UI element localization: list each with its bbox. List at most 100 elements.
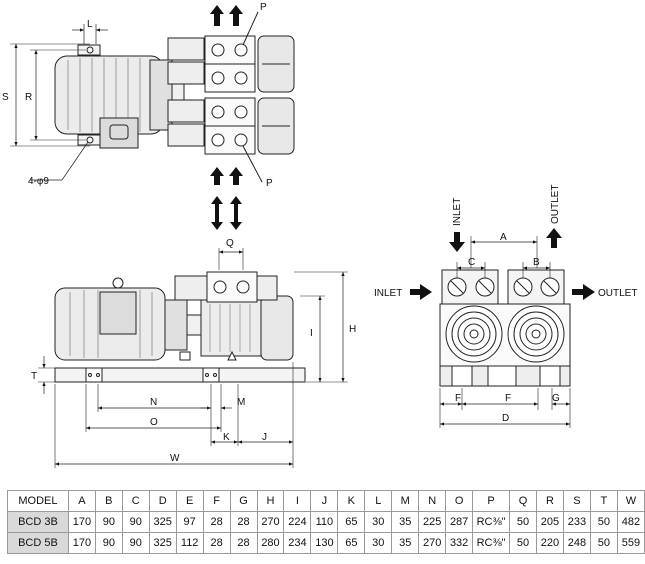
inlet-left-label: INLET bbox=[374, 288, 402, 299]
dim-label-T: T bbox=[31, 371, 37, 382]
bolt-hole bbox=[86, 46, 94, 54]
inlet-arrow-right-icon bbox=[410, 284, 432, 300]
table-cell: 50 bbox=[589, 511, 618, 533]
header-model: MODEL bbox=[7, 490, 69, 512]
flow-arrow-up-icon bbox=[210, 5, 224, 26]
bolt-holes-label: 4-φ9 bbox=[28, 176, 49, 187]
table-cell: 270 bbox=[256, 511, 285, 533]
table-cell: 224 bbox=[283, 511, 312, 533]
table-cell: BCD 5B bbox=[7, 532, 69, 554]
terminal-box-top bbox=[99, 117, 139, 149]
header-A: A bbox=[67, 490, 96, 512]
header-D: D bbox=[148, 490, 177, 512]
table-cell: 287 bbox=[445, 511, 474, 533]
table-cell: 112 bbox=[175, 532, 204, 554]
port-label-bottom: P bbox=[266, 178, 273, 189]
table-cell: 110 bbox=[310, 511, 339, 533]
dim-label-R: R bbox=[25, 92, 32, 103]
table-cell: 90 bbox=[94, 511, 123, 533]
inlet-top-label: INLET bbox=[452, 198, 463, 226]
table-cell: 30 bbox=[364, 511, 393, 533]
side-view bbox=[38, 248, 348, 468]
outlet-arrow-up-icon bbox=[546, 228, 562, 248]
header-B: B bbox=[94, 490, 123, 512]
terminal-box-side bbox=[99, 291, 137, 335]
table-cell: 50 bbox=[509, 532, 537, 554]
table-cell: 28 bbox=[229, 532, 258, 554]
table-cell: 65 bbox=[337, 532, 366, 554]
pump-top-side bbox=[174, 275, 208, 301]
table-cell: RC⅜" bbox=[472, 511, 511, 533]
table-cell: 170 bbox=[67, 532, 96, 554]
header-R: R bbox=[536, 490, 564, 512]
header-E: E bbox=[175, 490, 204, 512]
header-G: G bbox=[229, 490, 258, 512]
table-cell: 482 bbox=[616, 511, 645, 533]
bolt-hole bbox=[86, 136, 94, 144]
inlet-arrow-down-icon bbox=[449, 232, 465, 252]
dim-label-A: A bbox=[500, 232, 507, 243]
dimension-drawing: L S R P P 4-φ9 bbox=[2, 2, 637, 468]
table-cell: 28 bbox=[229, 511, 258, 533]
header-Q: Q bbox=[509, 490, 537, 512]
flow-arrow-up-icon bbox=[229, 5, 243, 26]
outlet-top-label: OUTLET bbox=[550, 185, 561, 224]
header-S: S bbox=[562, 490, 591, 512]
header-L: L bbox=[364, 490, 393, 512]
table-cell: 90 bbox=[94, 532, 123, 554]
table-cell: 233 bbox=[562, 511, 591, 533]
dim-label-W: W bbox=[170, 453, 180, 464]
header-J: J bbox=[310, 490, 339, 512]
dim-label-Q: Q bbox=[226, 238, 234, 249]
dim-label-K: K bbox=[223, 432, 230, 443]
table-cell: 559 bbox=[616, 532, 645, 554]
dim-label-B: B bbox=[533, 257, 540, 268]
header-F: F bbox=[202, 490, 231, 512]
table-cell: RC⅜" bbox=[472, 532, 511, 554]
dim-label-M: M bbox=[237, 397, 245, 408]
table-cell: BCD 3B bbox=[7, 511, 69, 533]
table-cell: 332 bbox=[445, 532, 474, 554]
table-cell: 30 bbox=[364, 532, 393, 554]
base-plate bbox=[54, 367, 306, 383]
flow-arrow-up-icon bbox=[210, 167, 224, 185]
table-cell: 35 bbox=[391, 511, 420, 533]
dim-label-C: C bbox=[468, 257, 475, 268]
table-cell: 65 bbox=[337, 511, 366, 533]
table-cell: 50 bbox=[509, 511, 537, 533]
table-cell: 220 bbox=[536, 532, 564, 554]
spec-table: MODEL A B C D E F G H I J K L M N O P Q … bbox=[7, 490, 645, 554]
table-cell: 90 bbox=[121, 511, 150, 533]
dim-label-D: D bbox=[502, 413, 509, 424]
table-cell: 130 bbox=[310, 532, 339, 554]
table-cell: 325 bbox=[148, 532, 177, 554]
header-P: P bbox=[472, 490, 511, 512]
table-cell: 35 bbox=[391, 532, 420, 554]
table-cell: 28 bbox=[202, 511, 231, 533]
header-O: O bbox=[445, 490, 474, 512]
header-K: K bbox=[337, 490, 366, 512]
blower-block-top bbox=[167, 37, 205, 61]
table-cell: 28 bbox=[202, 532, 231, 554]
top-view bbox=[10, 5, 295, 230]
table-cell: 325 bbox=[148, 511, 177, 533]
dim-label-F-mid: F bbox=[505, 393, 511, 404]
header-C: C bbox=[121, 490, 150, 512]
table-cell: 170 bbox=[67, 511, 96, 533]
port-label-top: P bbox=[260, 2, 267, 13]
rotor-left bbox=[445, 305, 503, 363]
table-cell: 225 bbox=[418, 511, 447, 533]
table-cell: 50 bbox=[589, 532, 618, 554]
dim-label-H: H bbox=[349, 324, 356, 335]
table-cell: 280 bbox=[256, 532, 285, 554]
header-T: T bbox=[589, 490, 618, 512]
table-cell: 270 bbox=[418, 532, 447, 554]
table-row: BCD 3B 170 90 90 325 97 28 28 270 224 11… bbox=[7, 511, 645, 533]
dim-label-I: I bbox=[310, 328, 313, 339]
rotor-right bbox=[507, 305, 565, 363]
blower-side bbox=[200, 299, 262, 357]
lifting-eye bbox=[112, 277, 124, 289]
header-W: W bbox=[616, 490, 645, 512]
dim-label-F-left: F bbox=[455, 393, 461, 404]
header-I: I bbox=[283, 490, 312, 512]
